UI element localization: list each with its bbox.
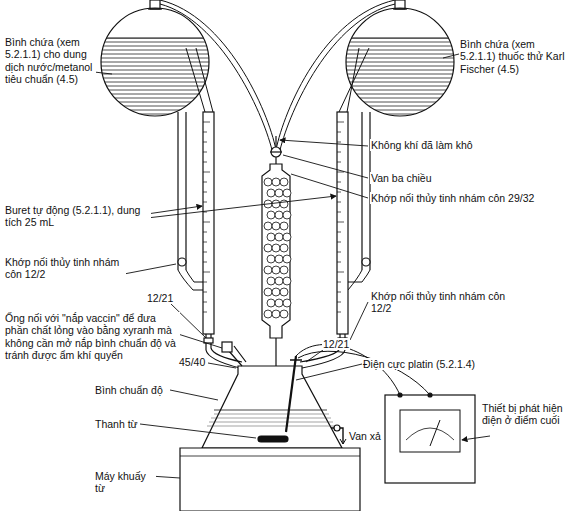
part-label: Bình chứa (xem 5.2.1.1) thuốc thử Karl F… — [459, 38, 573, 75]
part-label: 12/21 — [146, 292, 174, 304]
part-label: Bình chuẩn độ — [94, 384, 164, 396]
part-label: Khớp nối thủy tinh nhám côn 12/2 — [370, 290, 512, 315]
part-label: Thanh từ — [94, 418, 139, 430]
part-label: Ống nối với "nắp vaccin" để đưa phần chấ… — [4, 312, 180, 362]
part-label: Máy khuấy từ — [94, 470, 156, 495]
part-label: Van xả — [348, 430, 382, 442]
leader-lines — [94, 54, 490, 478]
part-label: Điện cực platin (5.2.1.4) — [362, 358, 476, 370]
part-label: Khớp nối thủy tinh nhám côn 12/2 — [4, 256, 126, 281]
part-label: Thiết bị phát hiện điện ở điểm cuối — [481, 402, 573, 427]
part-label: Bình chứa (xem 5.2.1.1) cho dung dịch nư… — [4, 36, 96, 86]
part-label: 12/21 — [322, 338, 350, 350]
part-label: Van ba chiều — [370, 172, 433, 184]
part-label: Không khí đã làm khô — [370, 139, 474, 151]
part-label: Buret tự động (5.2.1.1), dung tích 25 mL — [4, 204, 151, 229]
part-label: 45/40 — [178, 356, 206, 368]
part-label: Khớp nối thủy tinh nhám côn 29/32 — [370, 192, 535, 204]
